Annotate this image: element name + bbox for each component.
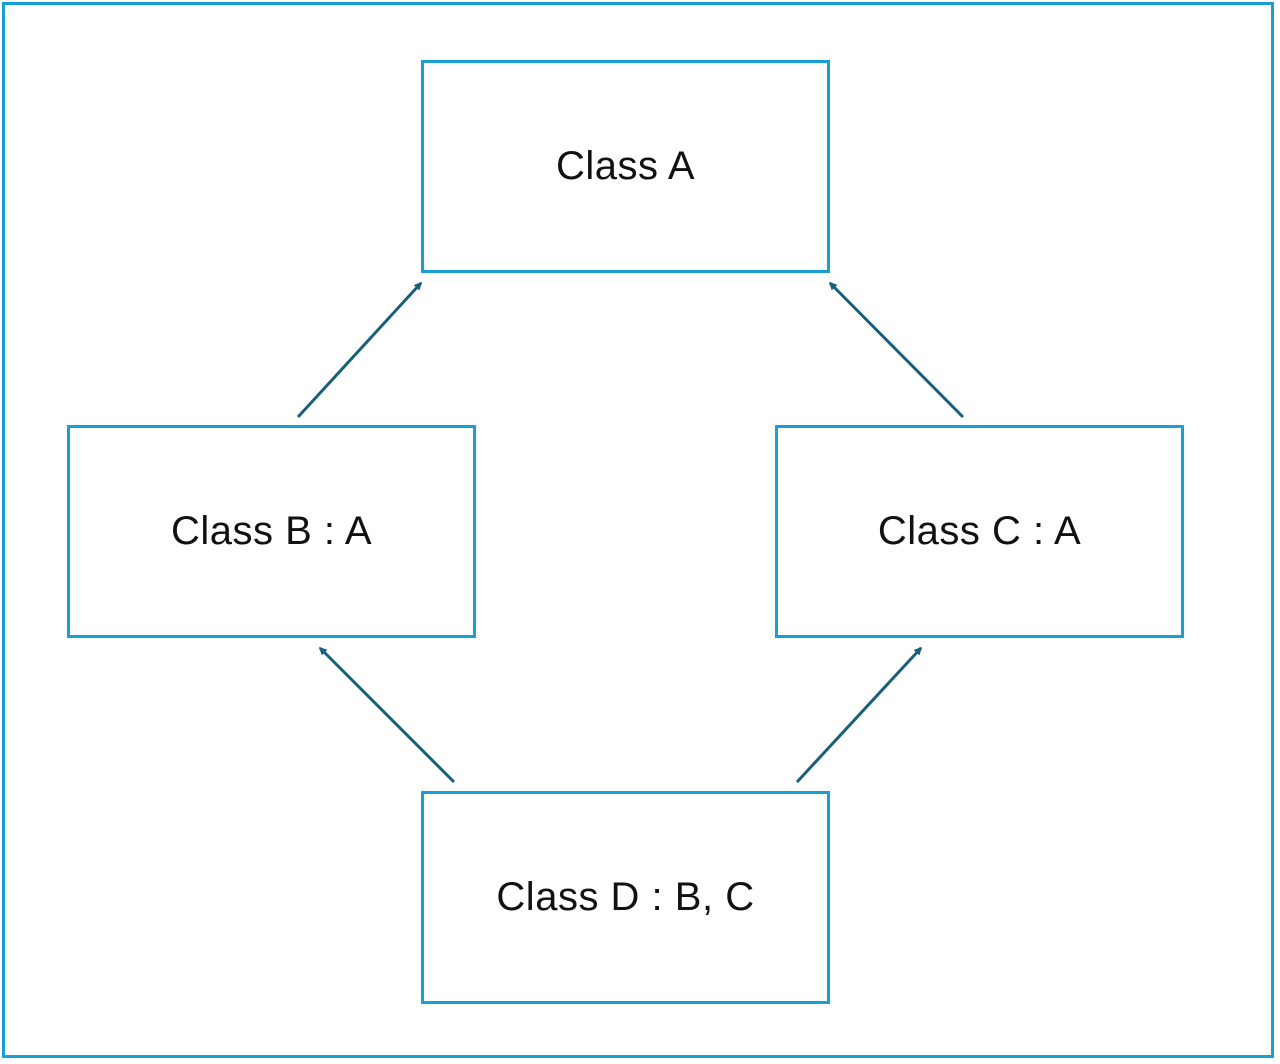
arrow-d-to-c: [795, 646, 923, 784]
class-a-label: Class A: [555, 144, 696, 188]
class-b-label: Class B : A: [170, 509, 373, 553]
class-c-node: Class C : A: [775, 425, 1184, 638]
class-d-node: Class D : B, C: [421, 791, 830, 1004]
class-c-label: Class C : A: [877, 509, 1082, 553]
arrow-b-to-a: [296, 281, 423, 419]
class-a-node: Class A: [421, 60, 830, 273]
arrow-d-to-b: [318, 646, 456, 784]
class-b-node: Class B : A: [67, 425, 476, 638]
class-d-label: Class D : B, C: [496, 875, 755, 919]
arrow-c-to-a: [828, 281, 965, 419]
